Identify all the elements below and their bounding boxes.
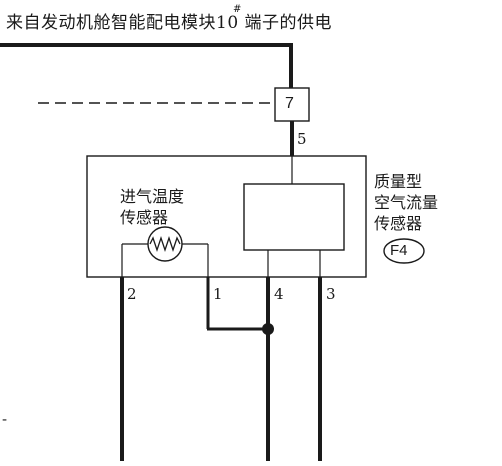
sensor-name-line-2: 空气流量: [374, 193, 439, 212]
fuse-label: 7: [285, 95, 294, 112]
resistor-zigzag-icon: [147, 226, 183, 262]
connector-label: F4: [390, 242, 408, 259]
pin-label-2: 2: [127, 285, 137, 303]
junction-box-7: [274, 87, 310, 122]
sensor-name-line-1: 质量型: [374, 172, 423, 191]
temp-sensor-name-line-2: 传感器: [120, 208, 169, 227]
pin-label-3: 3: [326, 285, 336, 303]
supply-source-title: 来自发动机舱智能配电模块10 端子的供电#: [6, 4, 333, 33]
internal-circuit-block: [243, 183, 345, 251]
pin-label-1: 1: [213, 285, 223, 303]
splice-node: [262, 323, 274, 335]
pin-label-5: 5: [297, 130, 307, 148]
connector-badge-outline: [383, 238, 425, 264]
pin-label-4: 4: [274, 285, 284, 303]
terminal-mark: #: [233, 4, 242, 15]
sensor-module-outline: [86, 155, 367, 278]
edge-mark: -: [2, 410, 8, 428]
sensor-name-line-3: 传感器: [374, 214, 423, 233]
temp-sensor-name-line-1: 进气温度: [120, 187, 185, 206]
